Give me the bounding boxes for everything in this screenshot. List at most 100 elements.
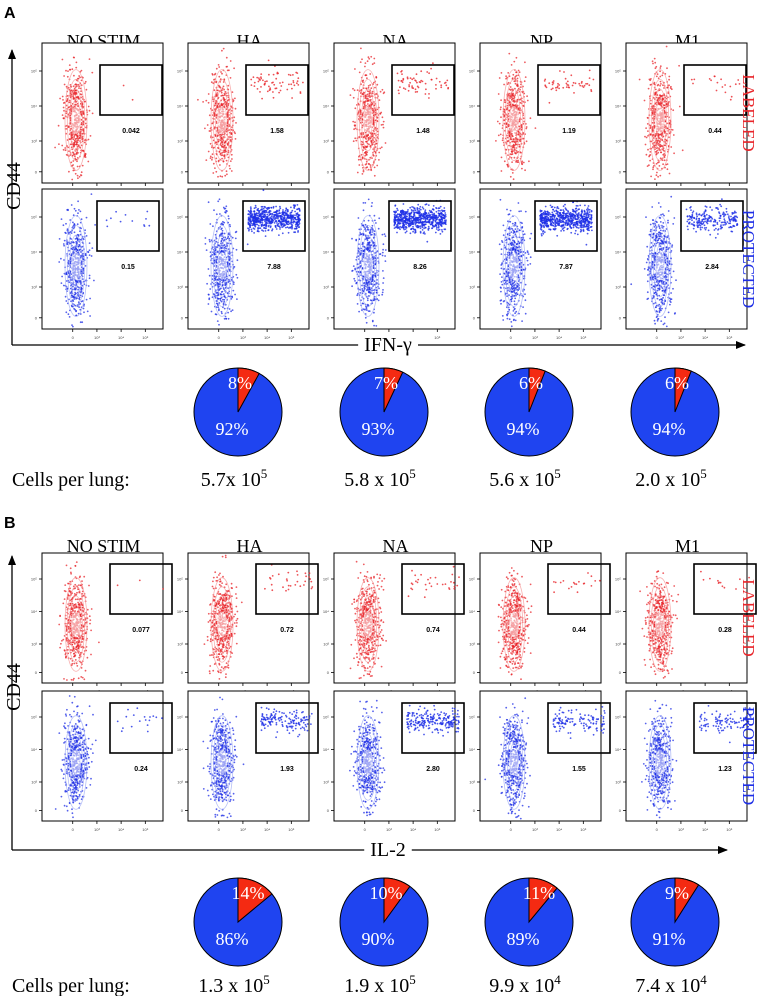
event-dot	[363, 282, 365, 285]
event-dot	[212, 225, 214, 228]
event-dot	[219, 299, 222, 302]
event-dot	[503, 83, 505, 86]
event-dot	[651, 127, 654, 130]
event-dot	[63, 259, 65, 261]
event-dot	[551, 83, 554, 86]
event-dot	[672, 109, 675, 112]
event-dot	[86, 310, 89, 313]
event-dot	[229, 225, 232, 228]
event-dot	[67, 313, 70, 316]
event-dot	[397, 89, 400, 92]
event-dot	[578, 82, 581, 85]
event-dot	[66, 99, 69, 102]
event-dot	[220, 223, 223, 226]
event-dot	[690, 78, 693, 81]
event-dot	[74, 155, 76, 158]
event-dot	[397, 79, 400, 82]
event-dot	[62, 148, 65, 151]
event-dot	[366, 142, 369, 145]
event-dot	[513, 156, 516, 159]
event-dot	[366, 146, 368, 149]
event-dot	[649, 133, 652, 136]
event-dot	[225, 205, 228, 208]
event-dot	[365, 160, 368, 163]
event-dot	[143, 224, 145, 226]
event-dot	[298, 226, 300, 229]
event-dot	[362, 308, 365, 311]
event-dot	[282, 209, 284, 211]
event-dot	[274, 226, 277, 229]
event-dot	[368, 241, 371, 244]
event-dot	[503, 160, 506, 163]
event-dot	[262, 189, 265, 192]
event-dot	[292, 221, 295, 224]
event-dot	[70, 294, 73, 297]
event-dot	[352, 96, 355, 99]
y-tick-label: 10³	[615, 139, 621, 144]
event-dot	[379, 147, 382, 150]
event-dot	[559, 70, 561, 72]
event-dot	[209, 155, 212, 158]
event-dot	[215, 67, 218, 70]
event-dot	[290, 206, 292, 209]
event-dot	[87, 105, 90, 108]
event-dot	[76, 239, 79, 242]
event-dot	[668, 101, 670, 103]
event-dot	[364, 223, 367, 226]
event-dot	[288, 83, 290, 86]
event-dot	[225, 65, 228, 68]
event-dot	[357, 103, 360, 106]
event-dot	[76, 223, 79, 226]
event-dot	[225, 275, 228, 278]
event-dot	[271, 212, 274, 215]
event-dot	[220, 239, 223, 242]
event-dot	[713, 75, 716, 78]
event-dot	[428, 93, 430, 95]
y-tick-label: 0	[35, 169, 38, 174]
event-dot	[514, 152, 517, 155]
event-dot	[511, 93, 514, 96]
event-dot	[68, 298, 70, 301]
y-tick-label: 0	[35, 315, 38, 320]
event-dot	[254, 220, 256, 223]
event-dot	[80, 90, 82, 93]
event-dot	[567, 84, 570, 86]
event-dot	[365, 140, 368, 143]
event-dot	[60, 257, 62, 260]
event-dot	[62, 99, 64, 101]
event-dot	[524, 169, 526, 172]
event-dot	[216, 134, 219, 137]
event-dot	[500, 99, 502, 102]
event-dot	[373, 244, 376, 247]
event-dot	[664, 144, 667, 147]
event-dot	[253, 213, 256, 216]
x-tick-label: 10⁵	[142, 335, 148, 340]
event-dot	[197, 98, 199, 101]
event-dot	[509, 153, 512, 156]
event-dot	[407, 89, 410, 92]
event-dot	[233, 116, 236, 119]
event-dot	[68, 281, 71, 284]
gate-percentage: 1.19	[562, 128, 576, 135]
event-dot	[69, 138, 71, 141]
event-dot	[517, 69, 520, 72]
event-dot	[64, 147, 67, 149]
event-dot	[217, 175, 219, 178]
event-dot	[514, 82, 517, 85]
event-dot	[75, 142, 78, 144]
event-dot	[729, 85, 732, 88]
event-dot	[75, 143, 78, 146]
event-dot	[78, 209, 80, 211]
event-dot	[592, 78, 595, 81]
event-dot	[654, 91, 657, 94]
event-dot	[280, 85, 283, 87]
event-dot	[255, 221, 258, 224]
y-tick-label: 10⁴	[177, 104, 183, 109]
event-dot	[216, 105, 219, 107]
event-dot	[372, 255, 374, 258]
event-dot	[91, 112, 94, 115]
event-dot	[366, 228, 369, 231]
event-dot	[279, 207, 282, 210]
event-dot	[265, 221, 268, 224]
event-dot	[406, 76, 409, 79]
